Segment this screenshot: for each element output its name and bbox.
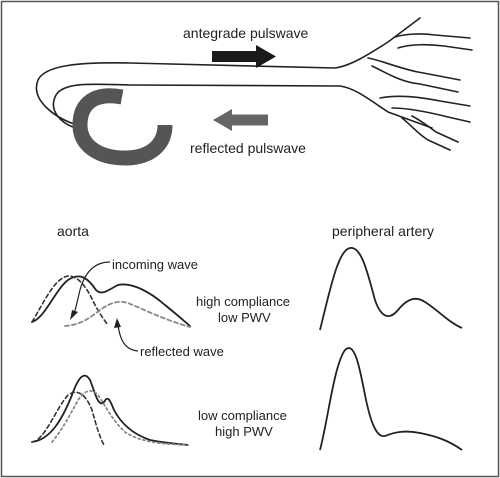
branch-lower-2b bbox=[411, 115, 459, 143]
high-compliance-label: high compliance bbox=[196, 294, 290, 309]
aorta-high-compliance-waveform bbox=[31, 275, 191, 328]
artery-schematic bbox=[35, 17, 473, 151]
reflected-pulswave-label: reflected pulswave bbox=[190, 140, 306, 156]
aorta-lower-wall bbox=[52, 83, 433, 130]
low-compliance-label: low compliance bbox=[198, 408, 287, 423]
aorta-high-reflected-dashed bbox=[64, 300, 191, 328]
branch-upper-1 bbox=[394, 33, 471, 39]
aorta-low-incoming-dashed bbox=[31, 391, 105, 446]
peripheral-low-compliance-wave bbox=[319, 347, 463, 451]
peripheral-artery-heading: peripheral artery bbox=[332, 223, 434, 239]
aorta-high-incoming-dashed bbox=[31, 275, 109, 326]
reflected-wave-pointer bbox=[114, 318, 139, 352]
incoming-wave-pointer bbox=[70, 261, 111, 320]
high-pwv-label: high PWV bbox=[215, 424, 273, 439]
aorta-low-compliance-waveform bbox=[31, 374, 189, 446]
incoming-wave-label: incoming wave bbox=[112, 257, 198, 272]
low-pwv-label: low PWV bbox=[218, 310, 271, 325]
antegrade-label: antegrade pulswave bbox=[183, 25, 309, 41]
aorta-low-reflected-dotted bbox=[51, 389, 189, 446]
aorta-heading: aorta bbox=[57, 223, 89, 239]
branch-lower-2 bbox=[401, 117, 451, 151]
branch-upper-2b bbox=[371, 65, 459, 93]
aorta-high-solid-wave bbox=[31, 275, 191, 327]
branch-upper-1b bbox=[397, 43, 473, 51]
branch-lower-1b bbox=[391, 107, 471, 123]
branch-lower-1 bbox=[379, 95, 471, 107]
antegrade-arrow-icon bbox=[212, 45, 276, 68]
peripheral-high-compliance-wave bbox=[319, 247, 463, 331]
reflected-arrow-icon bbox=[213, 109, 268, 131]
heart-ventricle-shape bbox=[72, 88, 173, 166]
aorta-low-solid-wave bbox=[31, 374, 189, 446]
reflected-wave-label: reflected wave bbox=[140, 344, 224, 359]
aorta-upper-wall bbox=[35, 17, 421, 126]
branch-upper-2 bbox=[367, 57, 461, 81]
